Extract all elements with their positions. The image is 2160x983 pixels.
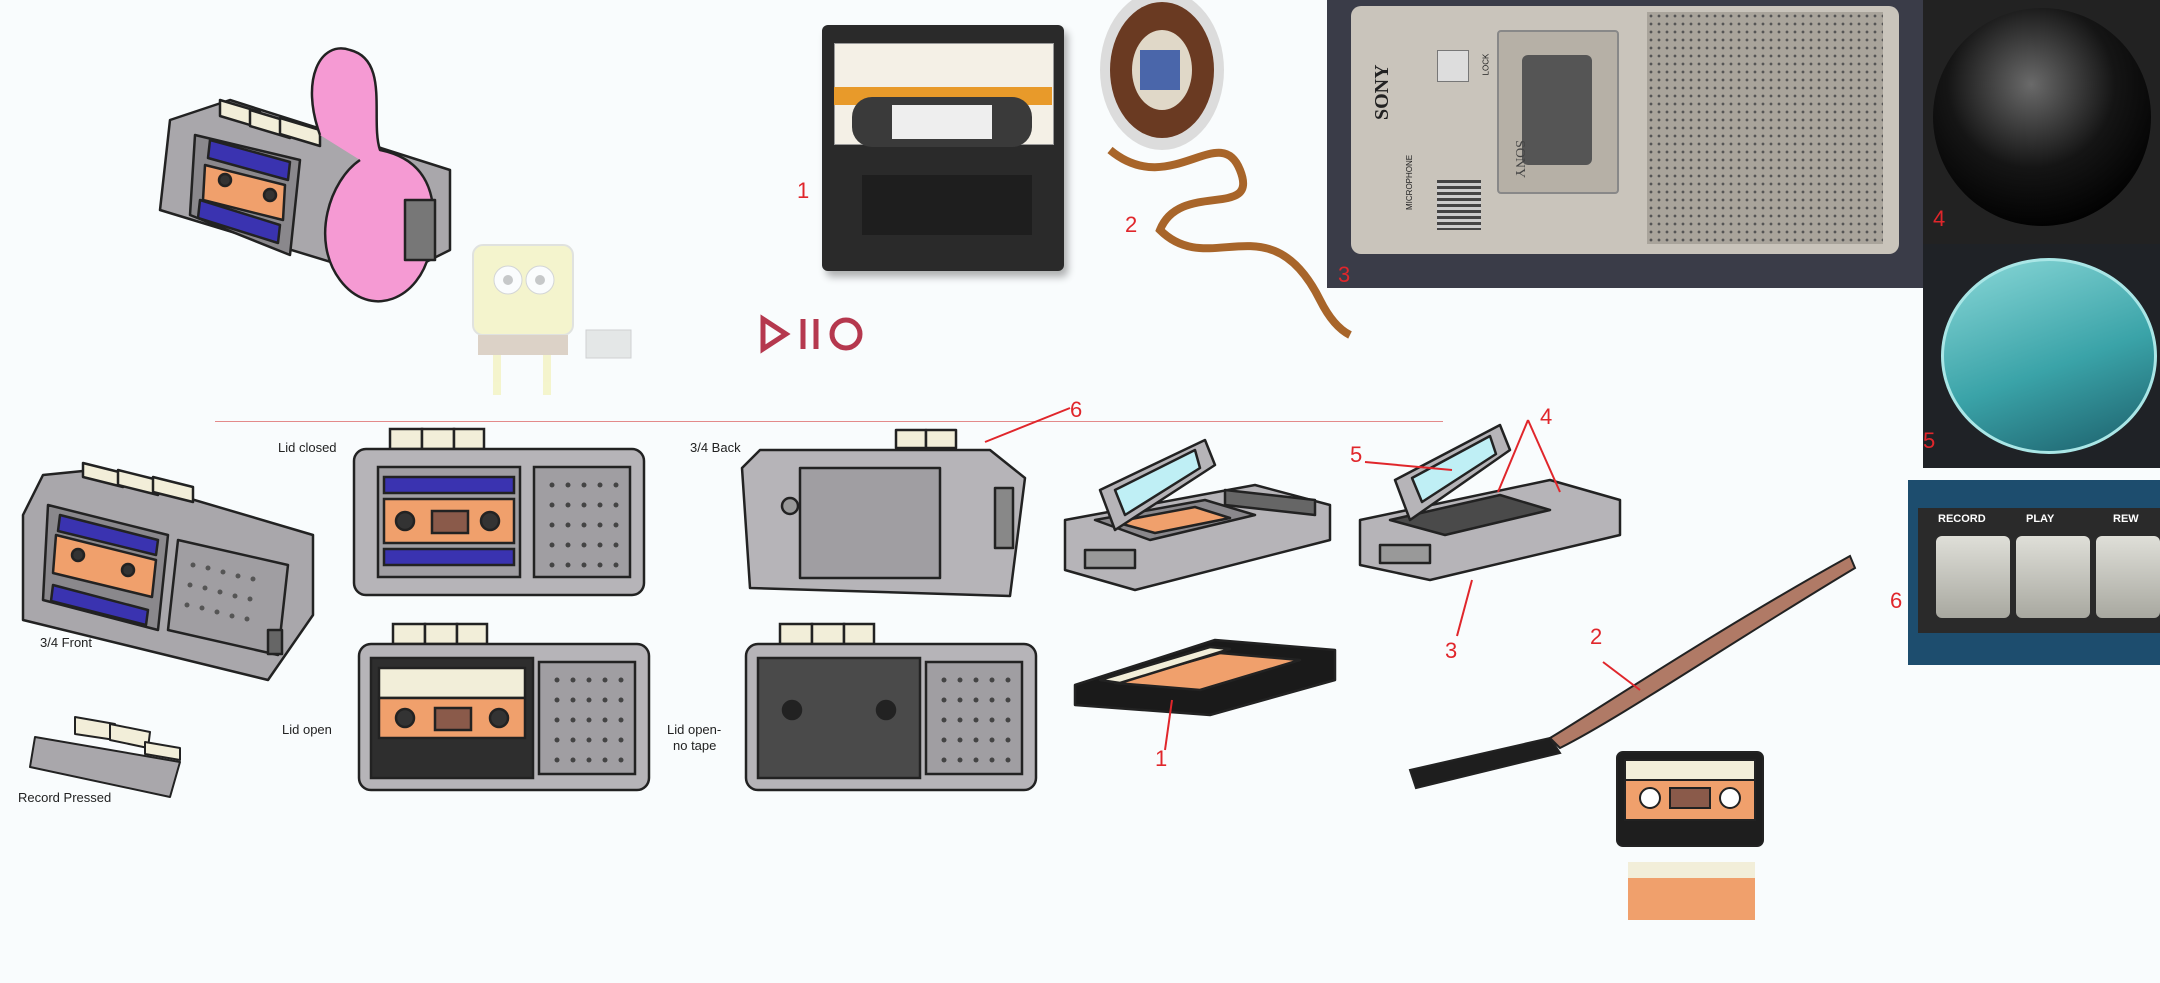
- section-divider: [215, 421, 1443, 422]
- label-record-pressed: Record Pressed: [18, 790, 112, 805]
- recorder-lid-open: [357, 622, 651, 792]
- label-lid-open: Lid open: [282, 722, 332, 737]
- callout-3-photo: 3: [1338, 262, 1351, 287]
- callout-5-photo: 5: [1923, 428, 1936, 453]
- recorder-open-lid-with-tape: [1063, 438, 1332, 592]
- recorder-open-lid-empty: [1358, 423, 1622, 582]
- transport-icons: [760, 314, 863, 354]
- key-rew: [2096, 536, 2160, 618]
- callout-2-photo: 2: [1125, 212, 1138, 237]
- callout-6-drawing: 6: [1070, 397, 1083, 422]
- key-record: [1936, 536, 2010, 618]
- recorder-three-quarter-back: [740, 428, 1027, 598]
- cassette-front-illustration: [1616, 751, 1764, 847]
- callout-5-drawing: 5: [1350, 442, 1363, 467]
- keys-photo: RECORD PLAY REW: [1908, 480, 2160, 665]
- record-pressed-illustration: [29, 716, 181, 798]
- callout-4-drawing: 4: [1540, 404, 1553, 429]
- label-lid-closed: Lid closed: [278, 440, 337, 455]
- black-sphere-swatch: [1923, 0, 2160, 244]
- label-lid-open-no-tape-line1: Lid open-: [667, 722, 722, 737]
- record-icon: [829, 317, 863, 351]
- tape-ribbon-illustration: [1408, 554, 1857, 790]
- tape-color-swatch: [1628, 862, 1755, 920]
- label-lid-open-no-tape-line2: no tape: [673, 737, 717, 753]
- callout-6-photo: 6: [1890, 588, 1903, 613]
- worm-recorder-illustration: [158, 47, 452, 303]
- recorder-lid-closed: [352, 427, 646, 597]
- black-cassette-iso: [1073, 638, 1337, 717]
- key-label-play: PLAY: [2026, 513, 2055, 525]
- callout-4-photo: 4: [1933, 206, 1946, 231]
- callout-1-photo: 1: [797, 178, 810, 203]
- callout-3-drawing: 3: [1445, 638, 1458, 663]
- key-label-rew: REW: [2113, 513, 2139, 525]
- callout-1-drawing: 1: [1155, 746, 1168, 771]
- tape-reel-photo: [1100, 0, 1352, 339]
- cassette-photo: [822, 25, 1064, 271]
- recorder-lid-open-no-tape: [744, 622, 1038, 792]
- label-three-quarter-front: 3/4 Front: [40, 635, 93, 650]
- key-label-record: RECORD: [1938, 513, 1986, 525]
- sony-recorder-photo: SONY SONY LOCK MICROPHONE: [1327, 0, 1923, 288]
- recorder-three-quarter-front: [21, 461, 315, 682]
- play-icon: [760, 314, 791, 354]
- teal-disc-swatch: [1923, 244, 2160, 468]
- faded-spongebob-reference: [472, 244, 632, 395]
- key-play: [2016, 536, 2090, 618]
- label-three-quarter-back: 3/4 Back: [690, 440, 741, 455]
- label-lid-open-no-tape: Lid open- no tape: [667, 722, 721, 753]
- callout-2-drawing: 2: [1590, 624, 1603, 649]
